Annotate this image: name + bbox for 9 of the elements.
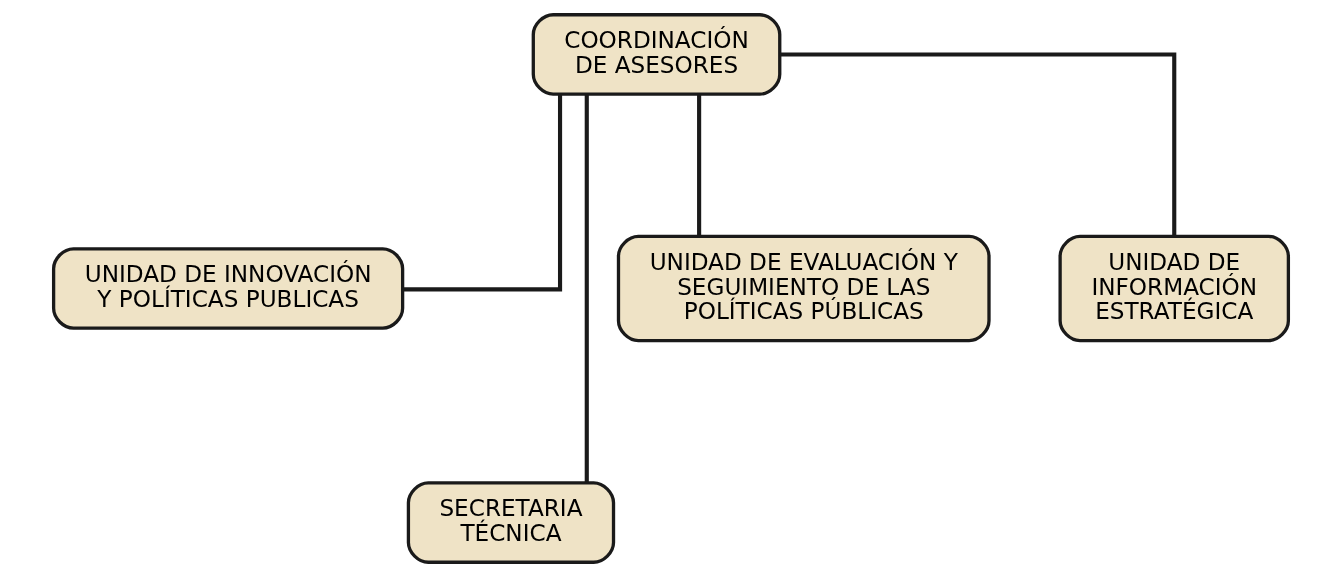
connector: [779, 52, 1176, 236]
node-box: UNIDAD DE EVALUACIÓN Y SEGUIMIENTO DE LAS POLÍTICAS PÚBLICAS: [616, 234, 991, 343]
node-box: SECRETARIA TÉCNICA: [406, 481, 615, 564]
node-box: UNIDAD DE INNOVACIÓN Y POLÍTICAS PUBLICAS: [51, 247, 404, 330]
connector: [696, 94, 701, 237]
node-box: COORDINACIÓN DE ASESORES: [531, 13, 781, 96]
node-box: UNIDAD DE INFORMACIÓN ESTRATÉGICA: [1057, 234, 1290, 343]
connector: [402, 94, 562, 292]
connector: [584, 94, 589, 483]
